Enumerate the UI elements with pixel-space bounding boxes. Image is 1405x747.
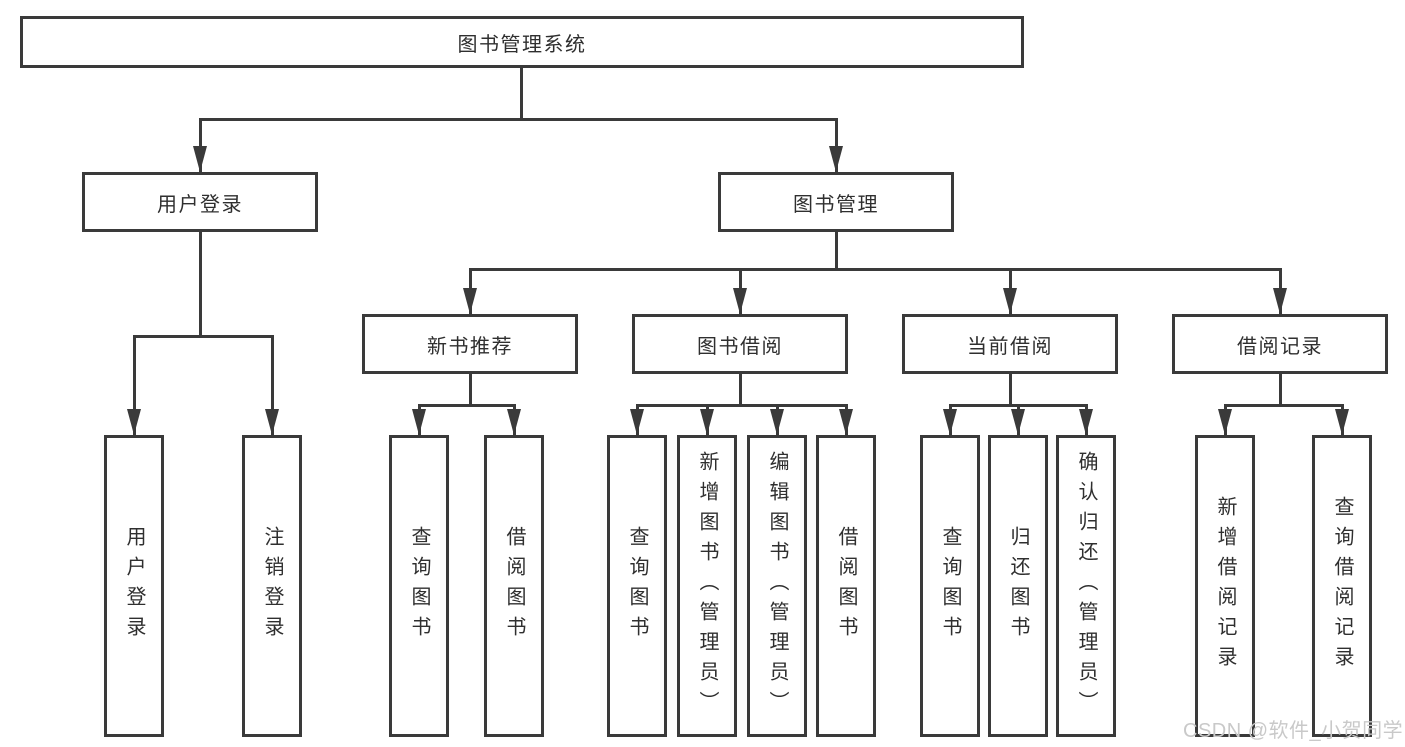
node-label: 新书推荐: [427, 335, 513, 358]
node-label: 新增借阅记录: [1214, 496, 1236, 676]
leaf-query-books-current: 查询图书: [920, 435, 980, 737]
arrow-down-icon: [770, 409, 784, 435]
arrow-down-icon: [733, 288, 747, 314]
arrow-down-icon: [700, 409, 714, 435]
node-current-borrowing: 当前借阅: [902, 314, 1118, 374]
arrow-down-icon: [463, 288, 477, 314]
arrow-down-icon: [839, 409, 853, 435]
leaf-confirm-return-admin: 确认归还（管理员）: [1056, 435, 1116, 737]
arrow-down-icon: [1273, 288, 1287, 314]
node-label: 借阅图书: [835, 526, 857, 646]
arrow-down-icon: [630, 409, 644, 435]
node-label: 新增图书（管理员）: [696, 451, 718, 721]
node-book-management: 图书管理: [718, 172, 954, 232]
connector-root-to-book-mgmt: [835, 118, 838, 172]
arrow-down-icon: [412, 409, 426, 435]
arrow-down-icon: [829, 146, 843, 172]
leaf-borrow-books: 借阅图书: [816, 435, 876, 737]
connector-user-login-stem: [199, 232, 202, 335]
node-label: 当前借阅: [967, 335, 1053, 358]
leaf-query-borrow-record: 查询借阅记录: [1312, 435, 1372, 737]
node-root-library-system: 图书管理系统: [20, 16, 1024, 68]
leaf-query-books-recommend: 查询图书: [389, 435, 449, 737]
connector-root-to-user-login: [199, 118, 202, 172]
leaf-return-books: 归还图书: [988, 435, 1048, 737]
arrow-down-icon: [1003, 288, 1017, 314]
connector-book-borrow-bar: [636, 404, 847, 407]
leaf-query-books-borrowing: 查询图书: [607, 435, 667, 737]
node-label: 借阅记录: [1237, 335, 1323, 358]
leaf-logout: 注销登录: [242, 435, 302, 737]
node-borrow-records: 借阅记录: [1172, 314, 1388, 374]
leaf-user-login: 用户登录: [104, 435, 164, 737]
node-book-borrowing: 图书借阅: [632, 314, 848, 374]
arrow-down-icon: [507, 409, 521, 435]
arrow-down-icon: [1011, 409, 1025, 435]
connector-root-bar: [199, 118, 838, 121]
node-label: 图书借阅: [697, 335, 783, 358]
connector-borrow-record-stem: [1279, 374, 1282, 404]
node-label: 查询图书: [408, 526, 430, 646]
leaf-add-books-admin: 新增图书（管理员）: [677, 435, 737, 737]
leaf-edit-books-admin: 编辑图书（管理员）: [747, 435, 807, 737]
connector-to-leaf-login: [133, 335, 136, 435]
connector-root-stem: [520, 68, 523, 118]
csdn-watermark: CSDN @软件_小贺同学: [1183, 720, 1404, 742]
node-label: 图书管理: [793, 193, 879, 216]
node-label: 用户登录: [123, 526, 145, 646]
connector-current-borrow-stem: [1009, 374, 1012, 404]
connector-book-borrow-stem: [739, 374, 742, 404]
arrow-down-icon: [193, 146, 207, 172]
node-label: 借阅图书: [503, 526, 525, 646]
connector-user-login-bar: [133, 335, 273, 338]
arrow-down-icon: [1335, 409, 1349, 435]
node-label: 编辑图书（管理员）: [766, 451, 788, 721]
node-label: 查询图书: [939, 526, 961, 646]
connector-new-book-stem: [469, 374, 472, 404]
node-label: 用户登录: [157, 193, 243, 216]
connector-book-mgmt-stem: [835, 232, 838, 268]
leaf-add-borrow-record: 新增借阅记录: [1195, 435, 1255, 737]
connector-new-book-bar: [418, 404, 515, 407]
node-user-login: 用户登录: [82, 172, 318, 232]
node-label: 归还图书: [1007, 526, 1029, 646]
node-label: 查询借阅记录: [1331, 496, 1353, 676]
arrow-down-icon: [943, 409, 957, 435]
connector-borrow-record-bar: [1224, 404, 1343, 407]
node-label: 查询图书: [626, 526, 648, 646]
connector-book-mgmt-bar: [469, 268, 1281, 271]
arrow-down-icon: [1218, 409, 1232, 435]
node-label: 图书管理系统: [457, 33, 587, 56]
node-label: 确认归还（管理员）: [1075, 451, 1097, 721]
arrow-down-icon: [127, 409, 141, 435]
leaf-borrow-books-recommend: 借阅图书: [484, 435, 544, 737]
node-new-book-recommend: 新书推荐: [362, 314, 578, 374]
node-label: 注销登录: [261, 526, 283, 646]
connector-to-leaf-logout: [271, 335, 274, 435]
arrow-down-icon: [265, 409, 279, 435]
arrow-down-icon: [1079, 409, 1093, 435]
